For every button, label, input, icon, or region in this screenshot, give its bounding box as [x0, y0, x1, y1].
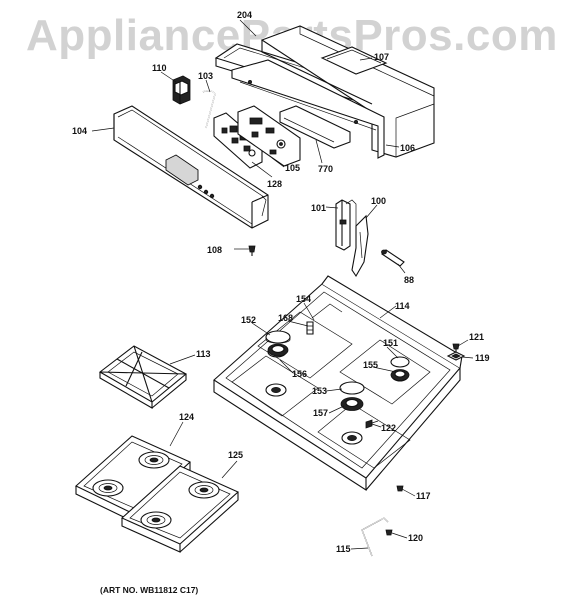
callout-104: 104 [72, 126, 87, 136]
part-101-bracket[interactable] [335, 199, 357, 251]
part-100-bracket[interactable] [351, 214, 369, 278]
callout-124: 124 [179, 412, 194, 422]
callout-117: 117 [416, 491, 431, 501]
callout-113: 113 [196, 349, 211, 359]
part-151-burner-cap[interactable] [390, 356, 410, 368]
part-152-burner-cap[interactable] [265, 330, 291, 344]
callout-107: 107 [374, 52, 389, 62]
callout-770: 770 [318, 164, 333, 174]
part-110-bracket[interactable] [172, 75, 191, 105]
part-168-igniter[interactable] [306, 321, 314, 335]
callout-204: 204 [237, 10, 252, 20]
art-number: (ART NO. WB11812 C17) [100, 585, 198, 595]
part-125-drip-tray[interactable] [121, 465, 239, 553]
part-115-rod[interactable] [361, 517, 389, 557]
part-155-burner-head[interactable] [390, 369, 410, 381]
part-114-cooktop[interactable] [213, 275, 463, 492]
callout-155: 155 [363, 360, 378, 370]
part-backguard-assembly[interactable] [214, 25, 435, 159]
callout-154: 154 [296, 294, 311, 304]
callout-108: 108 [207, 245, 222, 255]
callout-125: 125 [228, 450, 243, 460]
callout-119: 119 [475, 353, 490, 363]
callout-121: 121 [469, 332, 484, 342]
callout-115: 115 [336, 544, 351, 554]
leader-lines [91, 19, 474, 550]
callout-88: 88 [404, 275, 414, 285]
callout-labels: 204 107 110 103 104 106 770 105 128 101 … [72, 10, 490, 554]
callout-128: 128 [267, 179, 282, 189]
part-121-screw[interactable] [452, 343, 460, 353]
part-122-burner-orifice[interactable] [365, 419, 379, 429]
part-157-burner-head[interactable] [340, 397, 364, 411]
callout-152: 152 [241, 315, 256, 325]
part-119-clip[interactable] [446, 351, 466, 361]
part-120-screw[interactable] [385, 529, 393, 536]
part-117-screw[interactable] [396, 485, 404, 492]
part-108-screw[interactable] [248, 245, 256, 256]
callout-151: 151 [383, 338, 398, 348]
callout-106: 106 [400, 143, 415, 153]
part-103-wire[interactable] [202, 90, 216, 129]
callout-110: 110 [152, 63, 167, 73]
callout-122: 122 [381, 423, 396, 433]
callout-153: 153 [312, 386, 327, 396]
part-104-control-panel[interactable] [113, 105, 269, 229]
part-153-burner-cap[interactable] [339, 381, 365, 395]
part-156-burner-head[interactable] [267, 343, 289, 357]
callout-156: 156 [292, 369, 307, 379]
callout-101: 101 [311, 203, 326, 213]
callout-105: 105 [285, 163, 300, 173]
callout-157: 157 [313, 408, 328, 418]
callout-168: 168 [278, 313, 293, 323]
callout-114: 114 [395, 301, 410, 311]
callout-103: 103 [198, 71, 213, 81]
part-113-grate[interactable] [99, 345, 187, 409]
part-770-board-cover[interactable] [279, 105, 351, 149]
callout-100: 100 [371, 196, 386, 206]
callout-120: 120 [408, 533, 423, 543]
part-105-control-board[interactable] [237, 105, 301, 167]
part-88-rod[interactable] [381, 249, 405, 267]
